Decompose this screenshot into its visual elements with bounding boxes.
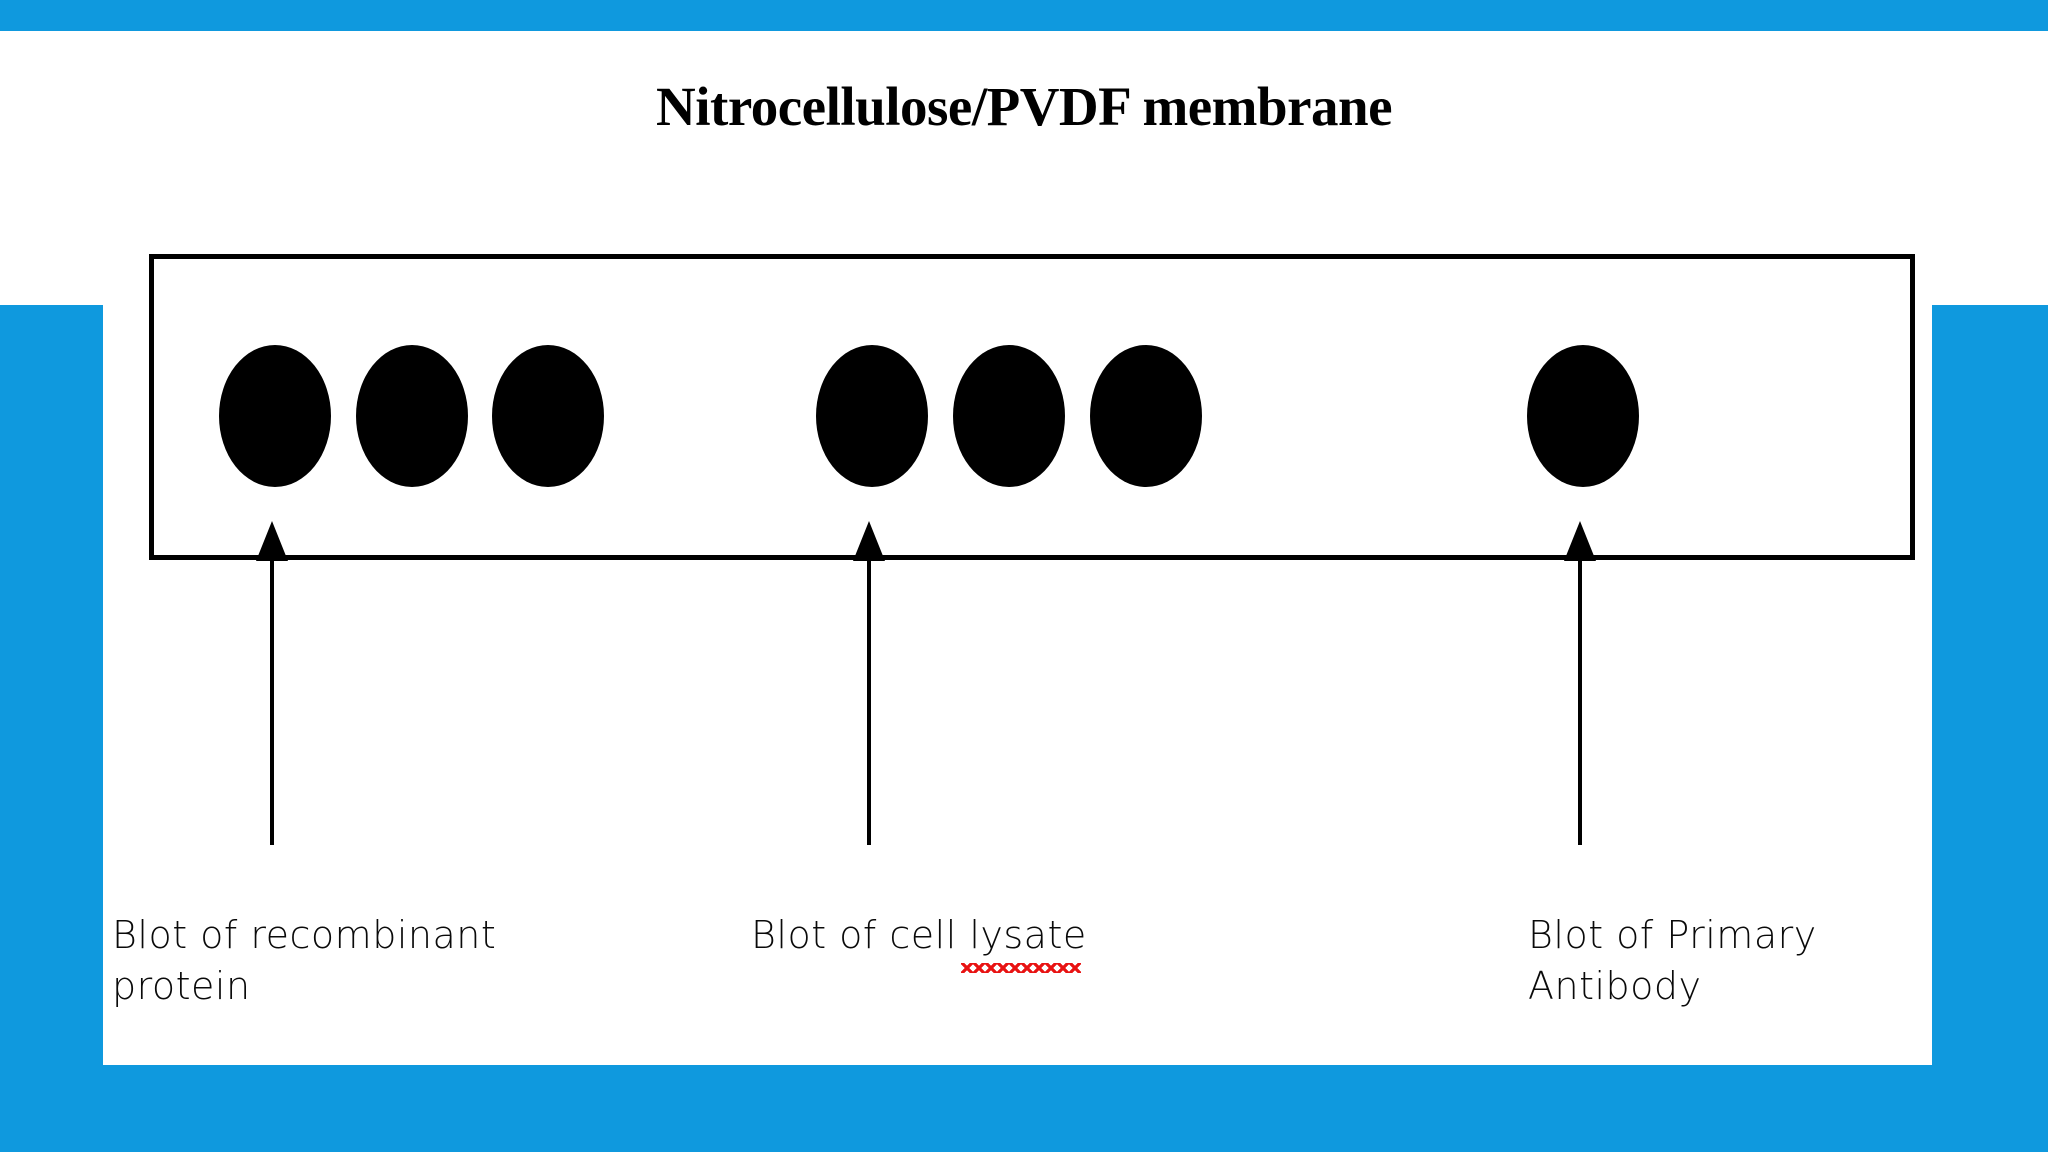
membrane-rectangle <box>149 254 1915 560</box>
blot-dot <box>492 345 604 487</box>
blot-dot <box>953 345 1065 487</box>
arrow-head-recombinant-protein <box>256 521 288 561</box>
blot-dot <box>219 345 331 487</box>
blot-dot <box>1090 345 1202 487</box>
arrow-shaft-primary-antibody <box>1578 556 1582 845</box>
arrow-head-cell-lysate <box>853 521 885 561</box>
blot-dot <box>816 345 928 487</box>
caption-primary-antibody: Blot of Primary Antibody <box>1528 913 1817 1009</box>
right-white-panel <box>1684 31 2048 305</box>
blot-dot <box>356 345 468 487</box>
caption-cell-lysate: Blot of cell lysate <box>751 913 1087 957</box>
arrow-shaft-cell-lysate <box>867 556 871 845</box>
arrow-shaft-recombinant-protein <box>270 556 274 845</box>
caption-recombinant-protein: Blot of recombinant protein <box>112 913 497 1009</box>
page-title: Nitrocellulose/PVDF membrane <box>656 76 1392 137</box>
spellcheck-squiggle <box>961 963 1081 973</box>
arrow-head-primary-antibody <box>1564 521 1596 561</box>
blot-dot <box>1527 345 1639 487</box>
